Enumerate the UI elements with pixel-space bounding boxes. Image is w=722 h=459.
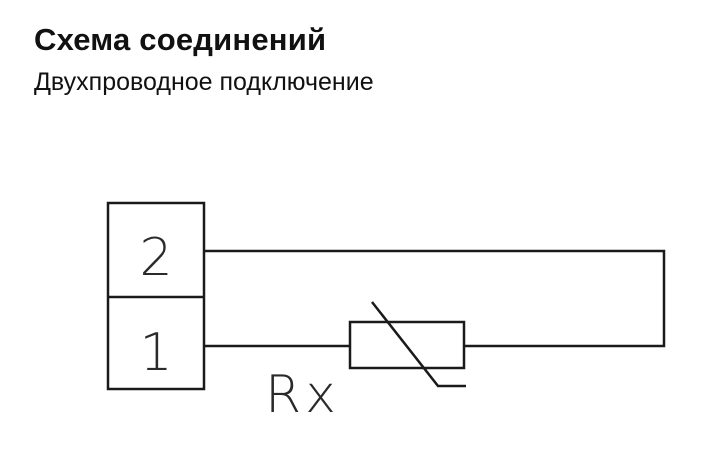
resistor-label: Rx (265, 365, 340, 425)
page-title: Схема соединений (34, 22, 327, 57)
thermistor-nonlinear-mark (371, 301, 466, 388)
wire-terminal-2 (204, 249, 666, 348)
thermistor-body (348, 320, 466, 370)
terminal-2-label: 2 (139, 228, 172, 288)
terminal-1-label: 1 (139, 323, 172, 383)
page-subtitle: Двухпроводное подключение (34, 68, 374, 96)
